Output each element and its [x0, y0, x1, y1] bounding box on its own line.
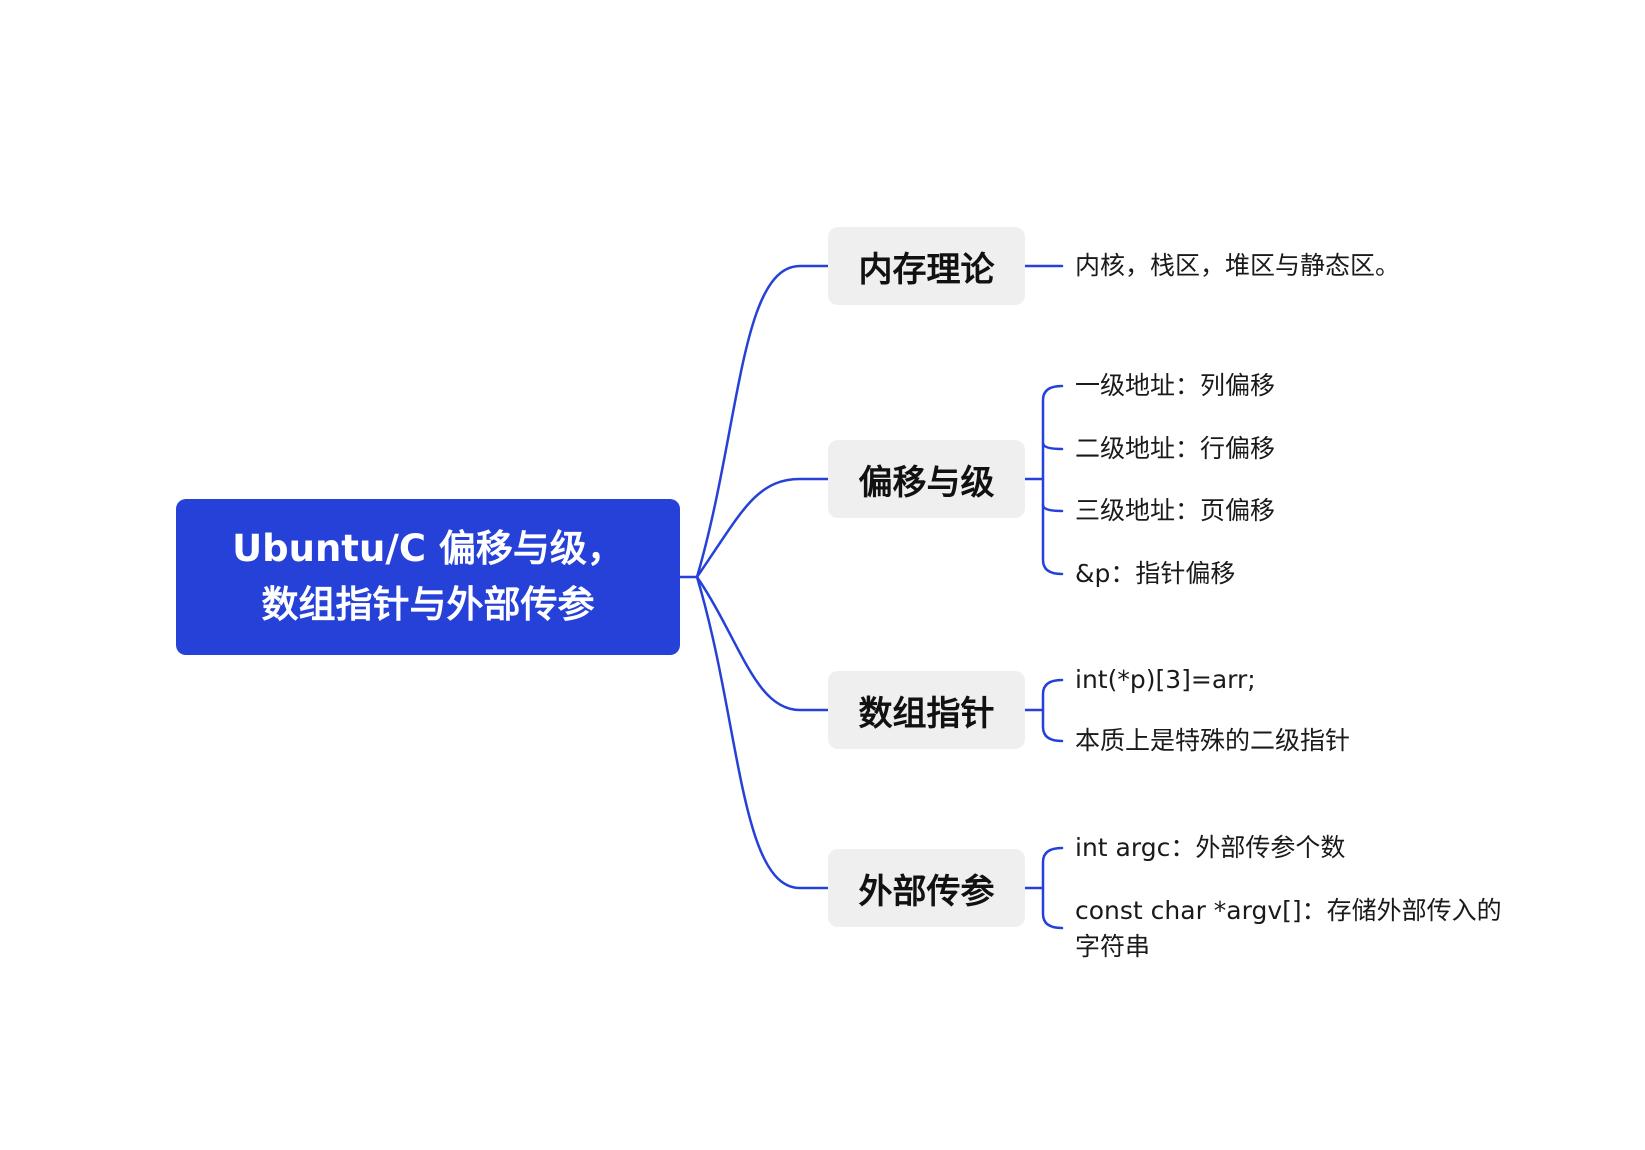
- leaf-external-params-2-line-1: const char *argv[]：存储外部传入的: [1075, 896, 1502, 925]
- branch-topic-offset-level[interactable]: 偏移与级: [828, 440, 1025, 518]
- link-root-branch-2: [695, 477, 830, 579]
- leaf-external-params-2-line-2: 字符串: [1075, 932, 1151, 961]
- link-root-branch-4: [695, 575, 830, 890]
- branch-topic-external-params[interactable]: 外部传参: [828, 849, 1025, 927]
- leaf-external-params-2[interactable]: const char *argv[]：存储外部传入的 字符串: [1075, 893, 1502, 965]
- leaf-external-params-1[interactable]: int argc：外部传参个数: [1075, 833, 1346, 862]
- root-topic[interactable]: Ubuntu/C 偏移与级， 数组指针与外部传参: [176, 499, 680, 655]
- branch-topic-array-pointer[interactable]: 数组指针: [828, 671, 1025, 749]
- root-topic-line-1: Ubuntu/C 偏移与级，: [232, 527, 624, 570]
- bracket-branch-4: [1041, 846, 1064, 930]
- leaf-array-pointer-1[interactable]: int(*p)[3]=arr;: [1075, 665, 1256, 694]
- leaf-offset-level-4[interactable]: &p：指针偏移: [1075, 559, 1236, 588]
- leaf-array-pointer-2[interactable]: 本质上是特殊的二级指针: [1075, 726, 1351, 755]
- bracket-branch-3: [1041, 678, 1064, 743]
- leaf-offset-level-3[interactable]: 三级地址：页偏移: [1075, 496, 1276, 525]
- leaf-offset-level-2[interactable]: 二级地址：行偏移: [1075, 434, 1276, 463]
- link-root-branch-3: [695, 575, 830, 712]
- bracket-branch-2-tick-3: [1041, 503, 1064, 513]
- link-root-branch-1: [695, 264, 830, 579]
- root-topic-line-2: 数组指针与外部传参: [261, 583, 595, 626]
- leaf-offset-level-1[interactable]: 一级地址：列偏移: [1075, 371, 1276, 400]
- bracket-branch-2: [1041, 384, 1064, 576]
- bracket-branch-2-tick-2: [1041, 441, 1064, 451]
- leaf-memory-theory-1[interactable]: 内核，栈区，堆区与静态区。: [1075, 251, 1401, 280]
- branch-topic-memory-theory[interactable]: 内存理论: [828, 227, 1025, 305]
